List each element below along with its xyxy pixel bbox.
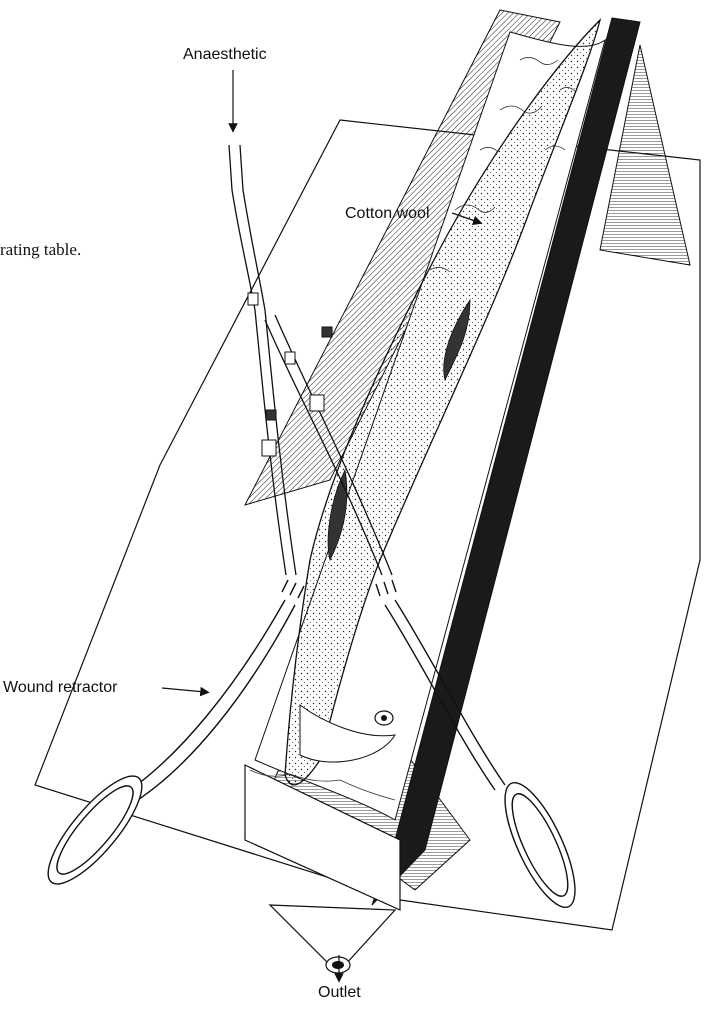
wound-retractor-label: Wound retractor [3, 680, 117, 696]
caption-fragment: rating table. [0, 241, 81, 258]
outlet-funnel [270, 905, 395, 965]
outlet-label: Outlet [318, 985, 361, 1001]
cotton-wool-label: Cotton wool [345, 206, 430, 222]
anaesthetic-label: Anaesthetic [183, 47, 267, 63]
